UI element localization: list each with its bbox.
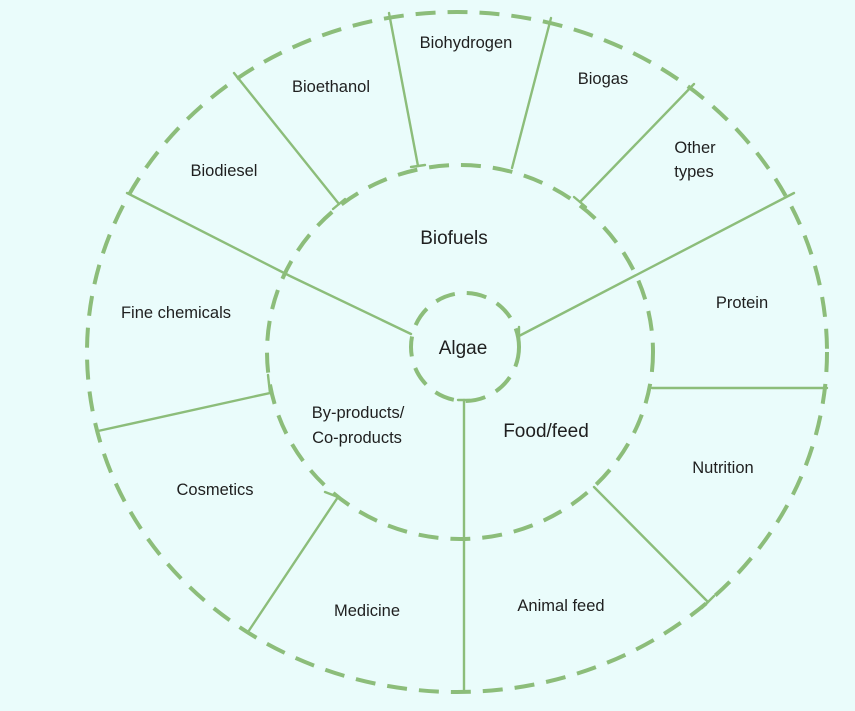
category-byproducts-line1: By-products/ — [312, 404, 405, 422]
outer-medicine: Medicine — [334, 602, 400, 620]
middle-ring — [265, 163, 655, 541]
center-ring — [409, 291, 521, 403]
divider-medicine-cosmetics — [246, 490, 340, 634]
outer-ring — [85, 10, 829, 694]
divider-biofuels-byproducts — [125, 191, 413, 336]
divider-bioethanol-biohydrogen — [387, 11, 420, 168]
tick-nutrition-animalfeed — [700, 594, 716, 610]
category-food-feed: Food/feed — [503, 421, 589, 442]
outer-protein: Protein — [716, 294, 768, 312]
divider-biofuels-foodfeed — [517, 191, 796, 338]
divider-cosmetics-finechemicals — [96, 373, 272, 433]
outer-fine-chemicals: Fine chemicals — [121, 304, 231, 322]
divider-biodiesel-bioethanol — [232, 71, 341, 206]
tick-biogas-other — [572, 195, 588, 209]
outer-nutrition: Nutrition — [692, 459, 753, 477]
outer-biogas: Biogas — [578, 70, 628, 88]
outer-animal-feed: Animal feed — [517, 597, 604, 615]
category-biofuels: Biofuels — [420, 228, 488, 249]
outer-other-types-line1: Other — [674, 139, 716, 157]
outer-cosmetics: Cosmetics — [176, 481, 253, 499]
outer-bioethanol: Bioethanol — [292, 78, 370, 96]
center-label: Algae — [439, 338, 488, 359]
outer-other-types-line2: types — [674, 163, 713, 181]
outer-biodiesel: Biodiesel — [191, 162, 258, 180]
divider-biohydrogen-biogas — [510, 16, 553, 170]
divider-nutrition-animalfeed — [592, 485, 710, 604]
tick-bioethanol-biohydrogen — [409, 163, 427, 169]
category-byproducts-line2: Co-products — [312, 429, 402, 447]
tick-biodiesel-bioethanol — [331, 197, 347, 211]
divider-biogas-other — [578, 82, 696, 204]
outer-biohydrogen: Biohydrogen — [420, 34, 513, 52]
